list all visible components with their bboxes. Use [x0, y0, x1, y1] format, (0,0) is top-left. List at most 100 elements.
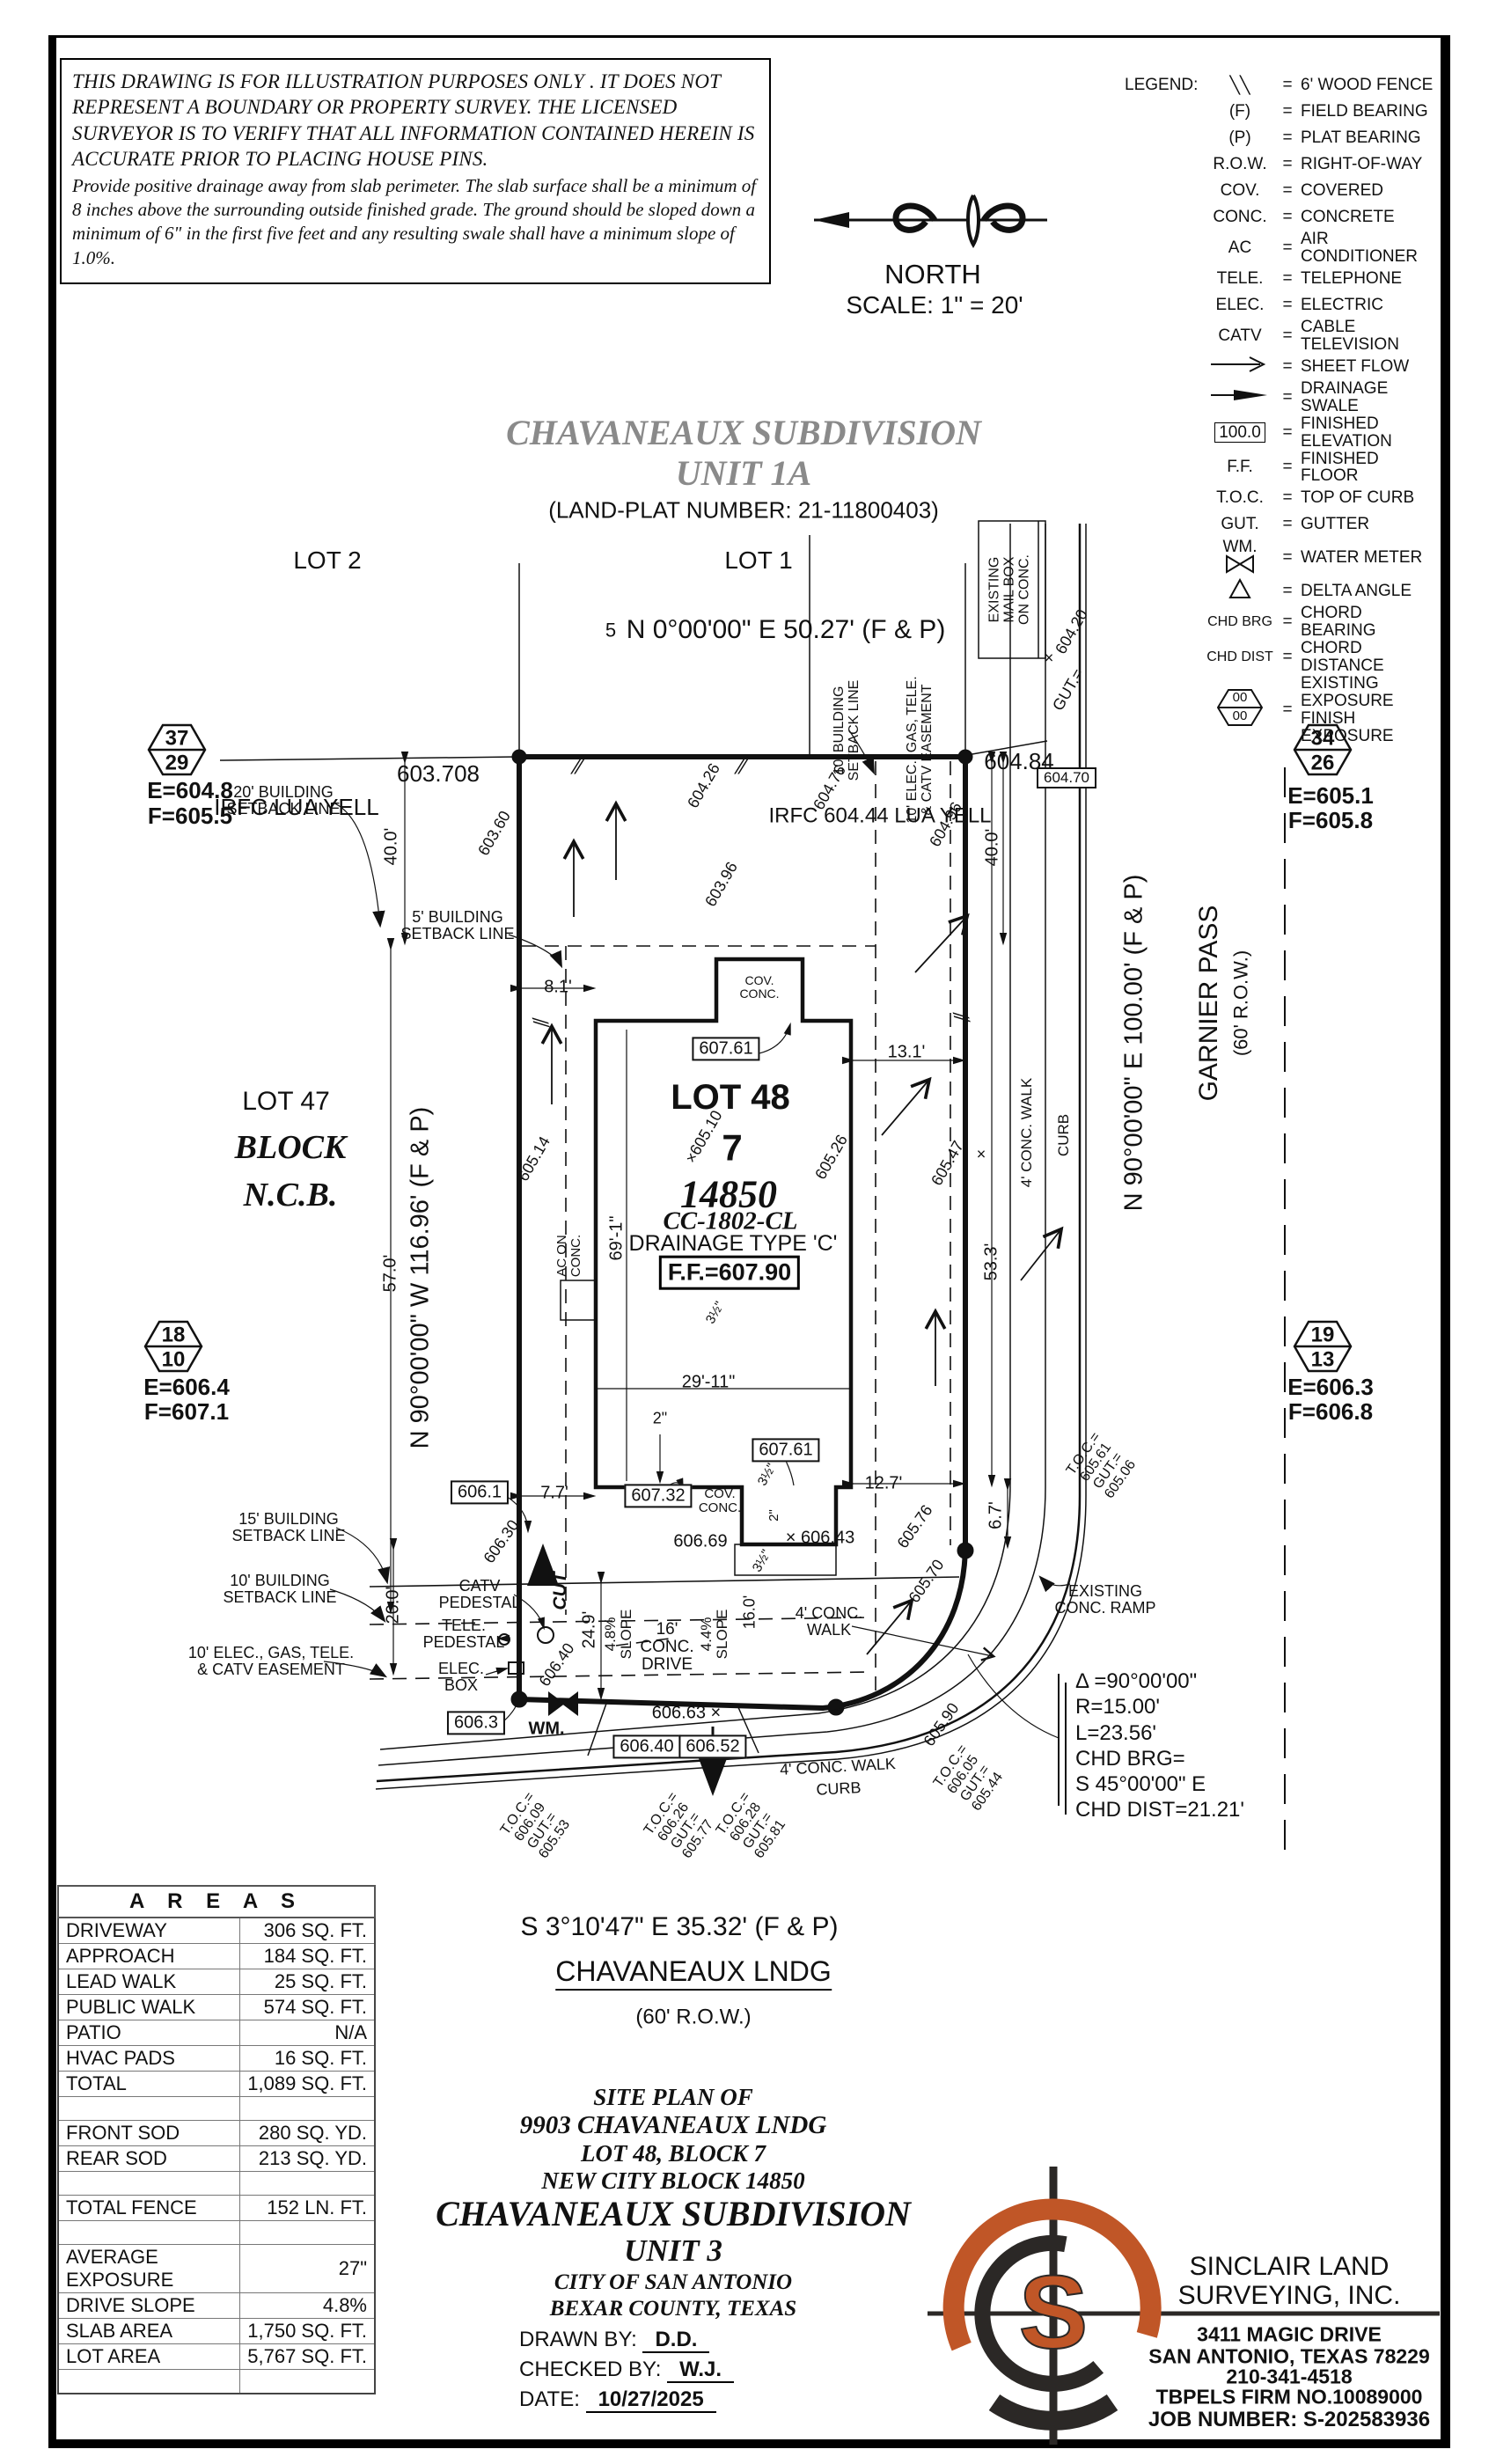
- plan-label: COV. CONC.: [739, 973, 780, 1001]
- legend-def: DELTA ANGLE: [1301, 582, 1412, 601]
- areas-row-label: [57, 2369, 241, 2394]
- plan-label: ∕∕: [574, 755, 583, 780]
- title-line4: NEW CITY BLOCK 14850: [541, 2167, 805, 2195]
- legend-def: DRAINAGE SWALE: [1301, 378, 1389, 415]
- surveyor-job-number: JOB NUMBER: S-202583936: [1148, 2408, 1431, 2431]
- setback-lines: [369, 761, 960, 1697]
- legend-def: PLAT BEARING: [1301, 128, 1421, 148]
- date-value: 10/27/2025: [585, 2387, 716, 2413]
- date-label: DATE:: [519, 2387, 580, 2411]
- elevation-hexagons: [143, 723, 1353, 1373]
- plan-label: 605.47: [928, 1137, 967, 1189]
- drainage-swale-arrow-icon: [1206, 388, 1274, 407]
- legend-sym: R.O.W.: [1213, 155, 1267, 173]
- areas-row-value: 5,767 SQ. FT.: [239, 2343, 376, 2370]
- plan-label: WM.: [528, 1719, 565, 1739]
- plan-label: 604.20: [1052, 605, 1091, 657]
- legend-def: WATER METER: [1301, 548, 1423, 568]
- plan-label: 2": [652, 1409, 668, 1427]
- surveyor-logo-icon: S: [928, 2167, 1440, 2445]
- plan-label: CC-1802-CL: [663, 1206, 798, 1236]
- plan-label: EXISTING CONC. RAMP: [1054, 1581, 1156, 1617]
- plan-label: 604.70: [1037, 766, 1096, 789]
- plan-label: ELEC. BOX: [437, 1659, 485, 1694]
- plan-label: 24.9': [579, 1610, 599, 1649]
- plan-label: 607.32: [624, 1484, 693, 1508]
- plan-label: 7: [722, 1126, 743, 1169]
- plan-label: ∕∕: [949, 1011, 974, 1025]
- plan-label: F=605.5: [147, 803, 233, 830]
- areas-row-value: 184 SQ. FT.: [239, 1943, 376, 1969]
- areas-row-value: 213 SQ. YD.: [239, 2145, 376, 2172]
- plan-label: 29'-11": [681, 1372, 736, 1392]
- plan-label: 20' BUILDING SETBACK LINE: [226, 782, 341, 818]
- title-line1: SITE PLAN OF: [593, 2084, 753, 2110]
- plan-label: 605.70: [905, 1556, 948, 1606]
- legend-sym: COV.: [1220, 181, 1260, 200]
- plan-label: 5: [605, 619, 617, 642]
- title-line2: 9903 CHAVANEAUX LNDG: [519, 2111, 827, 2140]
- plan-label: 606.30: [480, 1516, 523, 1566]
- plan-label: LOT 47: [242, 1087, 330, 1117]
- legend-def: TOP OF CURB: [1301, 488, 1415, 508]
- plan-label: 37: [165, 726, 189, 751]
- curve-chd-brg-value: S 45°00'00" E: [1075, 1772, 1206, 1797]
- plan-label: GUT.=: [1048, 665, 1088, 715]
- plan-label: (60' R.O.W.): [1229, 950, 1252, 1057]
- areas-row: [57, 2369, 376, 2394]
- plan-label: 29: [165, 751, 189, 775]
- plan-label: S 3°10'47" E 35.32' (F & P): [520, 1912, 839, 1942]
- checked-by-label: CHECKED BY:: [519, 2357, 662, 2381]
- plan-label: 606.63 ×: [651, 1703, 722, 1723]
- hex-bottom: 00: [1232, 708, 1248, 723]
- plan-label: 5' BUILDING SETBACK LINE: [400, 907, 515, 942]
- plan-label: F=605.8: [1287, 807, 1374, 834]
- plan-label: 605.14: [514, 1133, 554, 1184]
- plan-label: ×: [1044, 649, 1054, 667]
- curve-data: Δ =90°00'00" R=15.00' L=23.56' CHD BRG= …: [1075, 1668, 1287, 1823]
- plan-label: 605.90: [920, 1699, 963, 1749]
- north-label: NORTH: [884, 259, 981, 290]
- plan-label: 6.7': [986, 1501, 1006, 1529]
- legend-sym: CHD DIST: [1206, 649, 1273, 665]
- plan-label: 3½": [749, 1547, 774, 1575]
- plan-label: T.O.C.= 606.26 GUT.= 605.77: [641, 1789, 717, 1861]
- plan-label: LOT 1: [724, 546, 793, 575]
- plan-label: 606.3: [446, 1711, 506, 1735]
- water-meter-symbol: [548, 1691, 578, 1716]
- finished-elevation-icon: 100.0: [1214, 422, 1265, 443]
- plan-label: 4' CONC. WALK: [779, 1755, 897, 1778]
- plan-label: N 0°00'00" E 50.27' (F & P): [626, 615, 946, 645]
- plan-label: CUT: [549, 1572, 570, 1610]
- legend-title: LEGEND:: [1125, 76, 1199, 94]
- svg-text:S: S: [1019, 2255, 1089, 2371]
- legend-def: AIR CONDITIONER: [1301, 230, 1418, 266]
- areas-row-label: LOT AREA: [57, 2343, 241, 2370]
- legend-sym: GUT.: [1221, 515, 1259, 534]
- plan-label: 10: [161, 1347, 186, 1372]
- surveyor-firm: TBPELS FIRM NO.10089000: [1155, 2385, 1423, 2409]
- areas-row-value: 25 SQ. FT.: [239, 1969, 376, 1995]
- areas-row-value: 27": [239, 2244, 376, 2293]
- legend-def: CABLE TELEVISION: [1301, 317, 1399, 354]
- areas-row-value: 280 SQ. YD.: [239, 2120, 376, 2146]
- title-line6: UNIT 3: [624, 2233, 722, 2269]
- legend-def: CONCRETE: [1301, 208, 1395, 227]
- legend-sym: CONC.: [1213, 208, 1267, 226]
- plan-label: EXISTING MAIL BOX ON CONC.: [986, 554, 1032, 625]
- legend-def: CHORD BEARING: [1301, 604, 1376, 641]
- water-meter-icon: WM.: [1206, 539, 1274, 576]
- areas-row-label: HVAC PADS: [57, 2045, 241, 2072]
- legend-def: FIELD BEARING: [1301, 102, 1428, 121]
- plan-label: E=606.3: [1287, 1374, 1374, 1401]
- areas-row-label: [57, 2220, 241, 2245]
- areas-row-value: 4.8%: [239, 2292, 376, 2319]
- plan-label: T.O.C.= 606.05 GUT.= 605.44: [930, 1742, 1007, 1814]
- areas-row: [57, 2220, 376, 2245]
